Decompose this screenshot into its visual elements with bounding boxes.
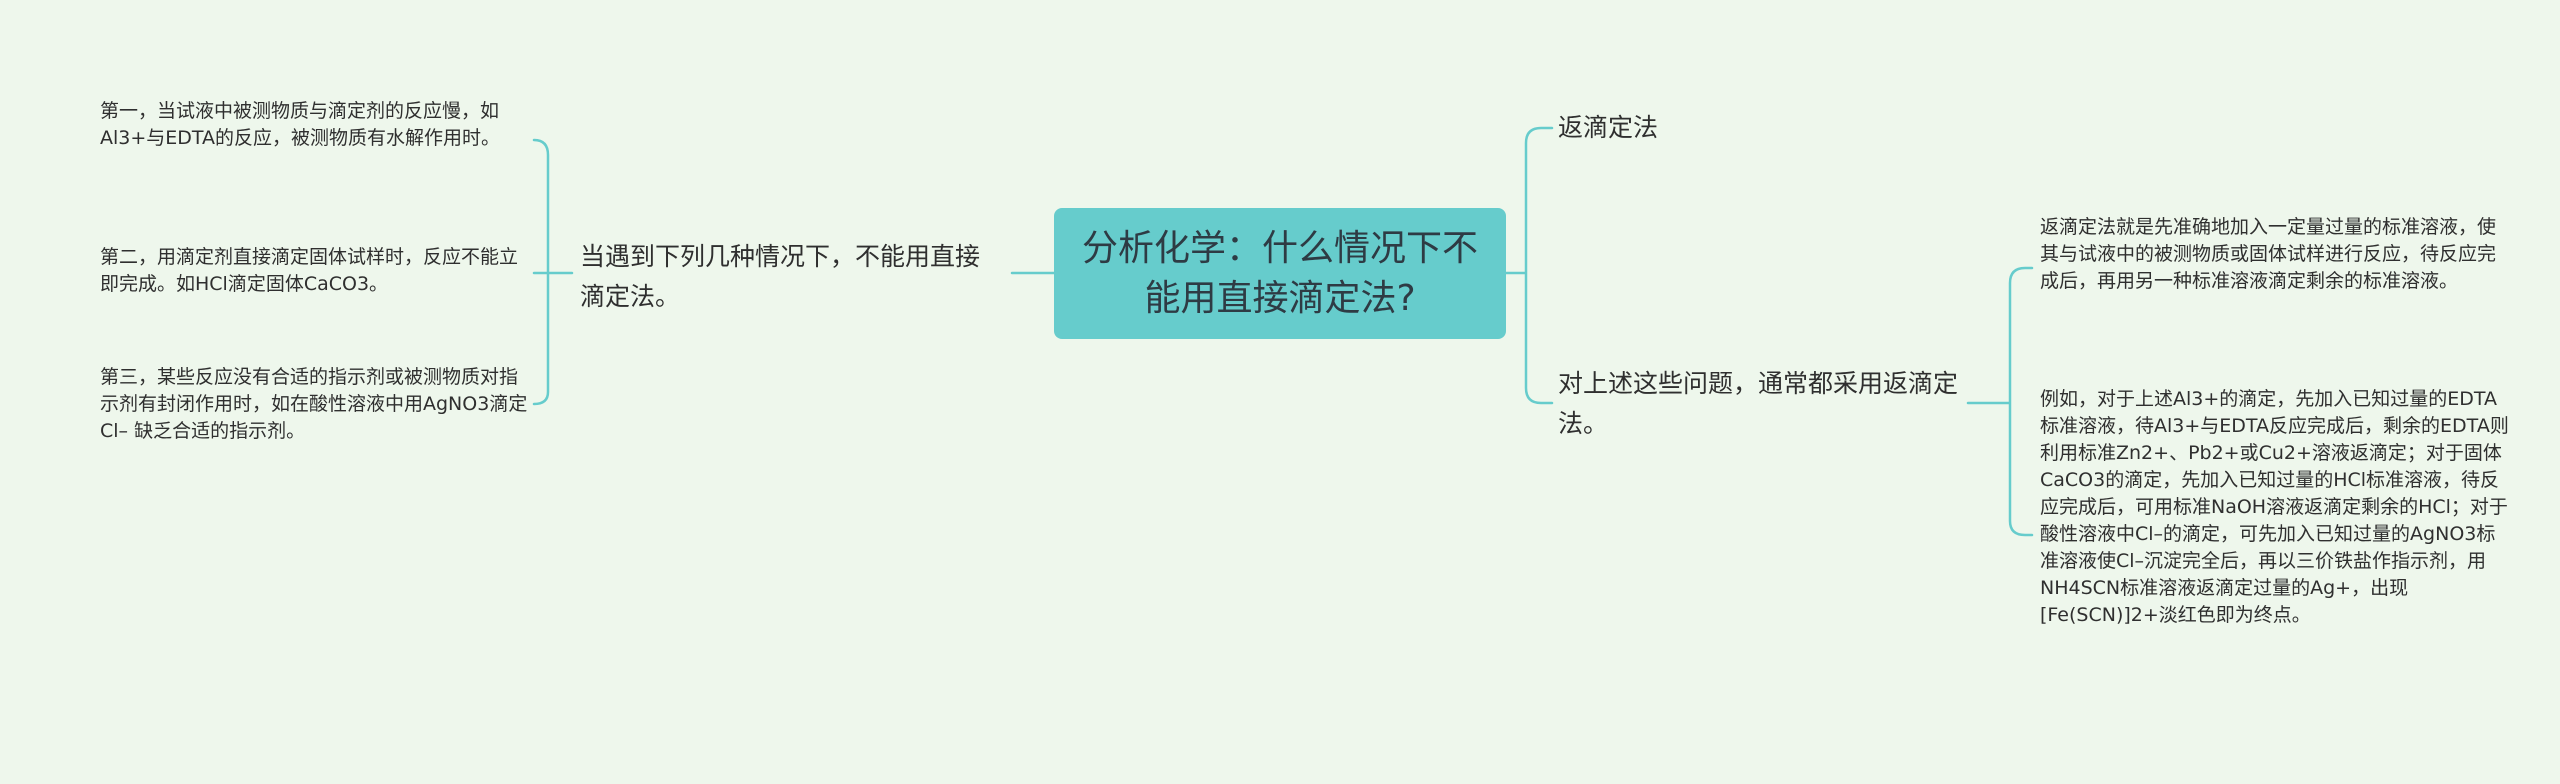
- topic-use-back-titration[interactable]: 对上述这些问题，通常都采用返滴定法。: [1558, 364, 1978, 444]
- topic-back-titration[interactable]: 返滴定法: [1558, 108, 1758, 148]
- leaf-case-2[interactable]: 第二，用滴定剂直接滴定固体试样时，反应不能立即完成。如HCl滴定固体CaCO3。: [100, 244, 530, 298]
- connector-right-bracket: [1966, 266, 2034, 537]
- topic-label: 对上述这些问题，通常都采用返滴定法。: [1558, 369, 1959, 438]
- leaf-text: 例如，对于上述Al3+的滴定，先加入已知过量的EDTA标准溶液，待Al3+与ED…: [2040, 388, 2509, 626]
- topic-label: 当遇到下列几种情况下，不能用直接滴定法。: [580, 242, 981, 311]
- leaf-text: 第二，用滴定剂直接滴定固体试样时，反应不能立即完成。如HCl滴定固体CaCO3。: [100, 246, 519, 295]
- leaf-definition[interactable]: 返滴定法就是先准确地加入一定量过量的标准溶液，使其与试液中的被测物质或固体试样进…: [2040, 214, 2510, 295]
- topic-label: 返滴定法: [1558, 113, 1659, 142]
- root-topic[interactable]: 分析化学：什么情况下不能用直接滴定法?: [1054, 208, 1506, 339]
- connector-root-right: [1504, 126, 1554, 405]
- leaf-text: 返滴定法就是先准确地加入一定量过量的标准溶液，使其与试液中的被测物质或固体试样进…: [2040, 216, 2497, 292]
- topic-cannot-direct-titrate[interactable]: 当遇到下列几种情况下，不能用直接滴定法。: [580, 237, 1000, 317]
- leaf-case-1[interactable]: 第一，当试液中被测物质与滴定剂的反应慢，如Al3+与EDTA的反应，被测物质有水…: [100, 98, 520, 152]
- leaf-text: 第三，某些反应没有合适的指示剂或被测物质对指示剂有封闭作用时，如在酸性溶液中用A…: [100, 366, 528, 442]
- leaf-case-3[interactable]: 第三，某些反应没有合适的指示剂或被测物质对指示剂有封闭作用时，如在酸性溶液中用A…: [100, 364, 530, 445]
- leaf-text: 第一，当试液中被测物质与滴定剂的反应慢，如Al3+与EDTA的反应，被测物质有水…: [100, 100, 501, 149]
- leaf-examples[interactable]: 例如，对于上述Al3+的滴定，先加入已知过量的EDTA标准溶液，待Al3+与ED…: [2040, 386, 2510, 629]
- connector-left-bracket: [532, 138, 574, 406]
- root-title: 分析化学：什么情况下不能用直接滴定法?: [1081, 227, 1478, 319]
